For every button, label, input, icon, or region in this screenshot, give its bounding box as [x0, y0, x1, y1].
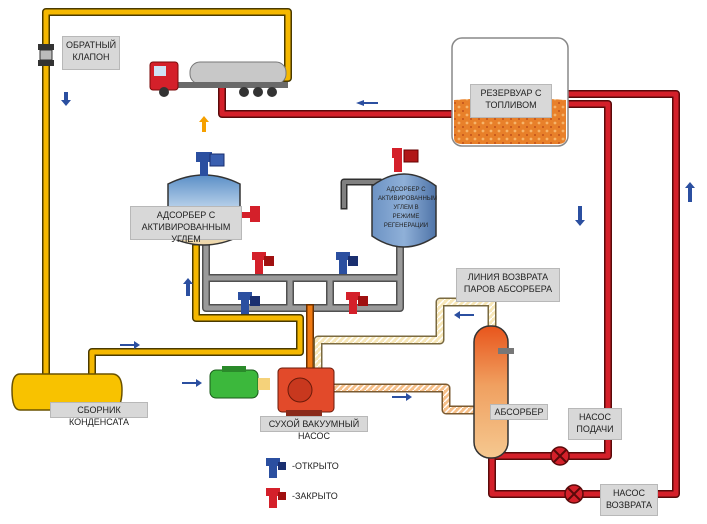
- valve-open-2[interactable]: [238, 292, 260, 314]
- arrow-right-2: [182, 379, 202, 387]
- legend-open-text: -ОТКРЫТО: [292, 461, 339, 471]
- arrow-down-right: [575, 206, 585, 226]
- valve-closed-1[interactable]: [252, 252, 274, 274]
- adsorber-right-label: АДСОРБЕР С АКТИВИРОВАННЫМ УГЛЕМ В РЕЖИМЕ…: [378, 187, 438, 229]
- pipes: [42, 8, 680, 498]
- arrow-left-vapor: [454, 311, 474, 319]
- hatched-pipe-pump-absorber: [325, 383, 481, 415]
- legend-closed-text: -ЗАКРЫТО: [292, 491, 338, 501]
- vapor-return-line-label: ЛИНИЯ ВОЗВРАТА ПАРОВ АБСОРБЕРА: [456, 268, 560, 302]
- return-pump-label: НАСОС ВОЗВРАТА: [600, 484, 658, 516]
- arrow-right-1: [120, 341, 140, 349]
- check-valve-label: ОБРАТНЫЙ КЛАПОН: [62, 36, 120, 70]
- fuel-tank-label: РЕЗЕРВУАР С ТОПЛИВОМ: [470, 84, 552, 118]
- return-pump[interactable]: [564, 484, 584, 504]
- arrow-up-right: [685, 182, 695, 202]
- arrow-left-red: [356, 100, 378, 106]
- adsorber-left-label: АДСОРБЕР С АКТИВИРОВАННЫМ УГЛЕМ: [130, 206, 242, 244]
- legend-open-icon: [266, 458, 286, 478]
- legend-closed-icon: [266, 488, 286, 508]
- arrow-down-left: [61, 92, 71, 106]
- arrow-up-orange: [199, 116, 209, 132]
- vacuum-pump-unit: [209, 366, 335, 416]
- fuel-truck: [149, 61, 288, 97]
- arrow-right-3: [392, 393, 412, 401]
- dry-vacuum-pump-label: СУХОЙ ВАКУУМНЫЙ НАСОС: [260, 416, 368, 441]
- valve-open-1[interactable]: [336, 252, 358, 274]
- absorber-label: АБСОРБЕР: [490, 404, 548, 420]
- condensate-collector-label: СБОРНИК КОНДЕНСАТА: [50, 402, 148, 427]
- check-valve[interactable]: [38, 44, 54, 66]
- feed-pump[interactable]: [550, 446, 570, 466]
- feed-pump-label: НАСОС ПОДАЧИ: [568, 408, 622, 440]
- absorber-column: [473, 325, 514, 459]
- flow-arrows: [61, 92, 695, 401]
- valve-closed-2[interactable]: [346, 292, 368, 314]
- arrow-up-left: [183, 278, 193, 296]
- adsorber-right: [371, 148, 437, 248]
